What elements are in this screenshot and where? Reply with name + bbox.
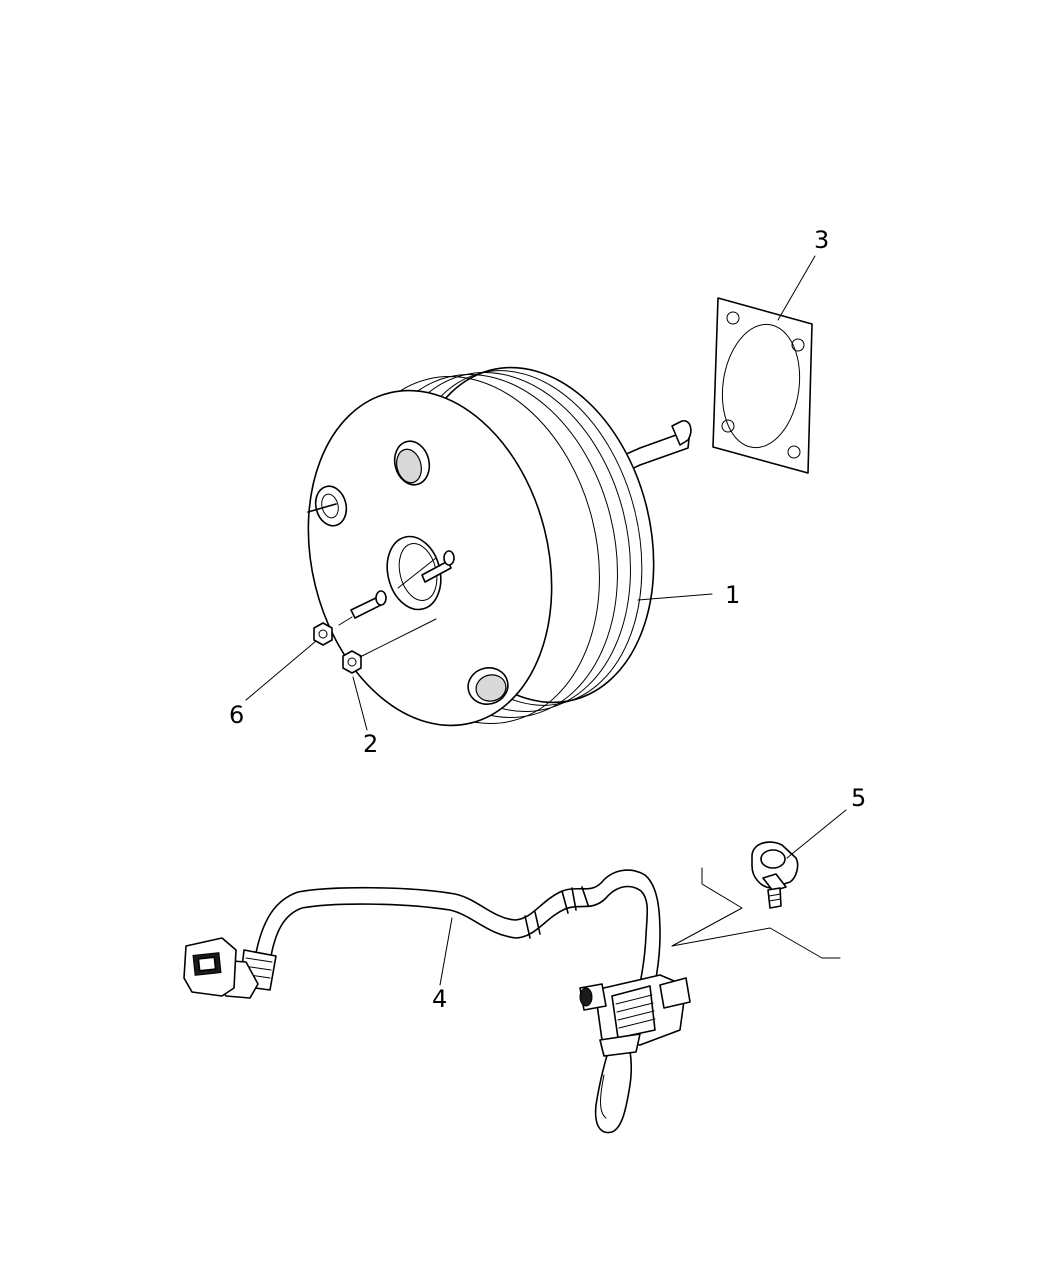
- callout-3: 3: [814, 226, 829, 254]
- hex-nut-icon: [313, 622, 333, 646]
- callouts: 1 2 3 4 5 6: [229, 226, 866, 1013]
- leader-lines: [245, 255, 847, 986]
- assembly-guide-lines: [671, 867, 841, 959]
- vacuum-hose-icon: [183, 869, 691, 1134]
- callout-5: 5: [851, 784, 866, 812]
- gasket-icon: [712, 297, 813, 474]
- callout-2: 2: [363, 730, 378, 758]
- check-valve-icon: [751, 841, 799, 909]
- callout-1: 1: [725, 581, 740, 609]
- brake-booster-icon: [307, 366, 692, 727]
- callout-6: 6: [229, 701, 244, 729]
- callout-4: 4: [432, 985, 447, 1013]
- hex-nut-icon: [342, 618, 437, 674]
